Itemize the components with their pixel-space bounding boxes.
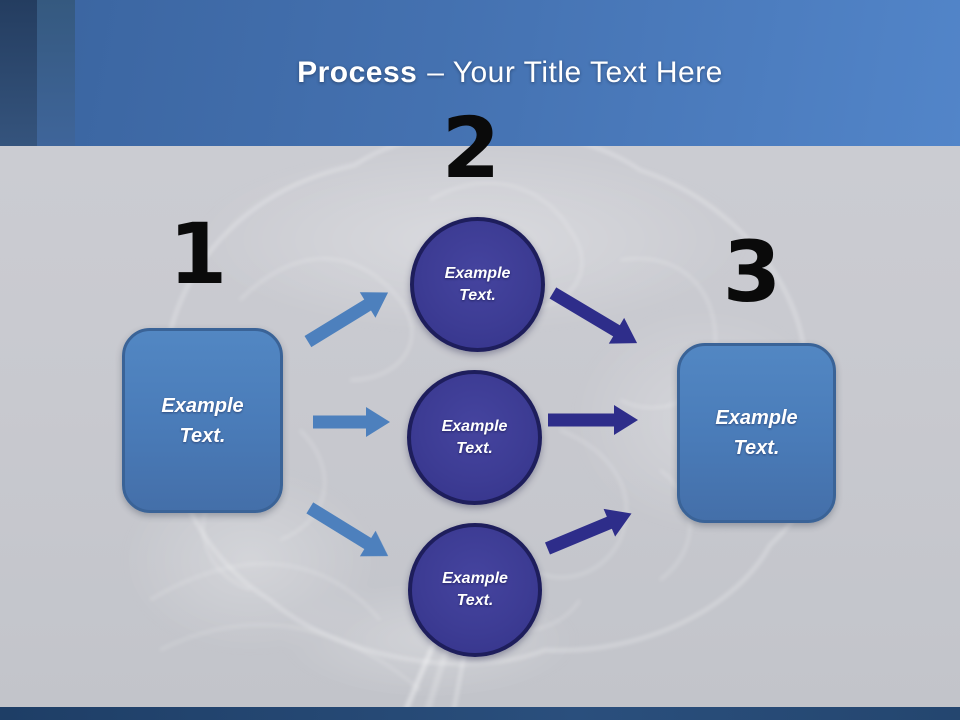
process-circle-2[interactable]: Example Text.: [407, 370, 542, 505]
process-circle-1[interactable]: Example Text.: [410, 217, 545, 352]
right-example-box[interactable]: Example Text.: [677, 343, 836, 523]
slide-title-primary: Process: [297, 56, 418, 89]
step-number-3: 3: [722, 223, 782, 321]
left-example-box[interactable]: Example Text.: [122, 328, 283, 513]
arrow-circle-2-to-right: [548, 405, 638, 435]
arrow-circle-3-to-right: [542, 500, 638, 563]
header-accent-stripe-dark: [0, 0, 37, 146]
title-bar: Process – Your Title Text Here: [0, 0, 960, 146]
arrow-circle-1-to-right: [545, 280, 645, 356]
arrow-left-to-circle-1: [300, 280, 396, 355]
process-circle-1-text: Example Text.: [444, 264, 511, 304]
step-number-2: 2: [441, 99, 501, 197]
header-accent-stripe-medium: [37, 0, 75, 146]
step-number-1: 1: [168, 205, 228, 303]
process-circle-3[interactable]: Example Text.: [408, 523, 542, 657]
process-circle-2-text: Example Text.: [441, 417, 508, 457]
footer-accent-bar: [0, 707, 960, 720]
arrow-left-to-circle-2: [313, 407, 390, 437]
slide-title[interactable]: Process – Your Title Text Here: [237, 56, 723, 90]
left-example-box-text: Example Text.: [161, 394, 244, 447]
arrow-left-to-circle-3: [302, 495, 396, 569]
process-circle-3-text: Example Text.: [442, 570, 508, 609]
slide-title-secondary: – Your Title Text Here: [427, 56, 723, 89]
right-example-box-text: Example Text.: [715, 407, 798, 459]
